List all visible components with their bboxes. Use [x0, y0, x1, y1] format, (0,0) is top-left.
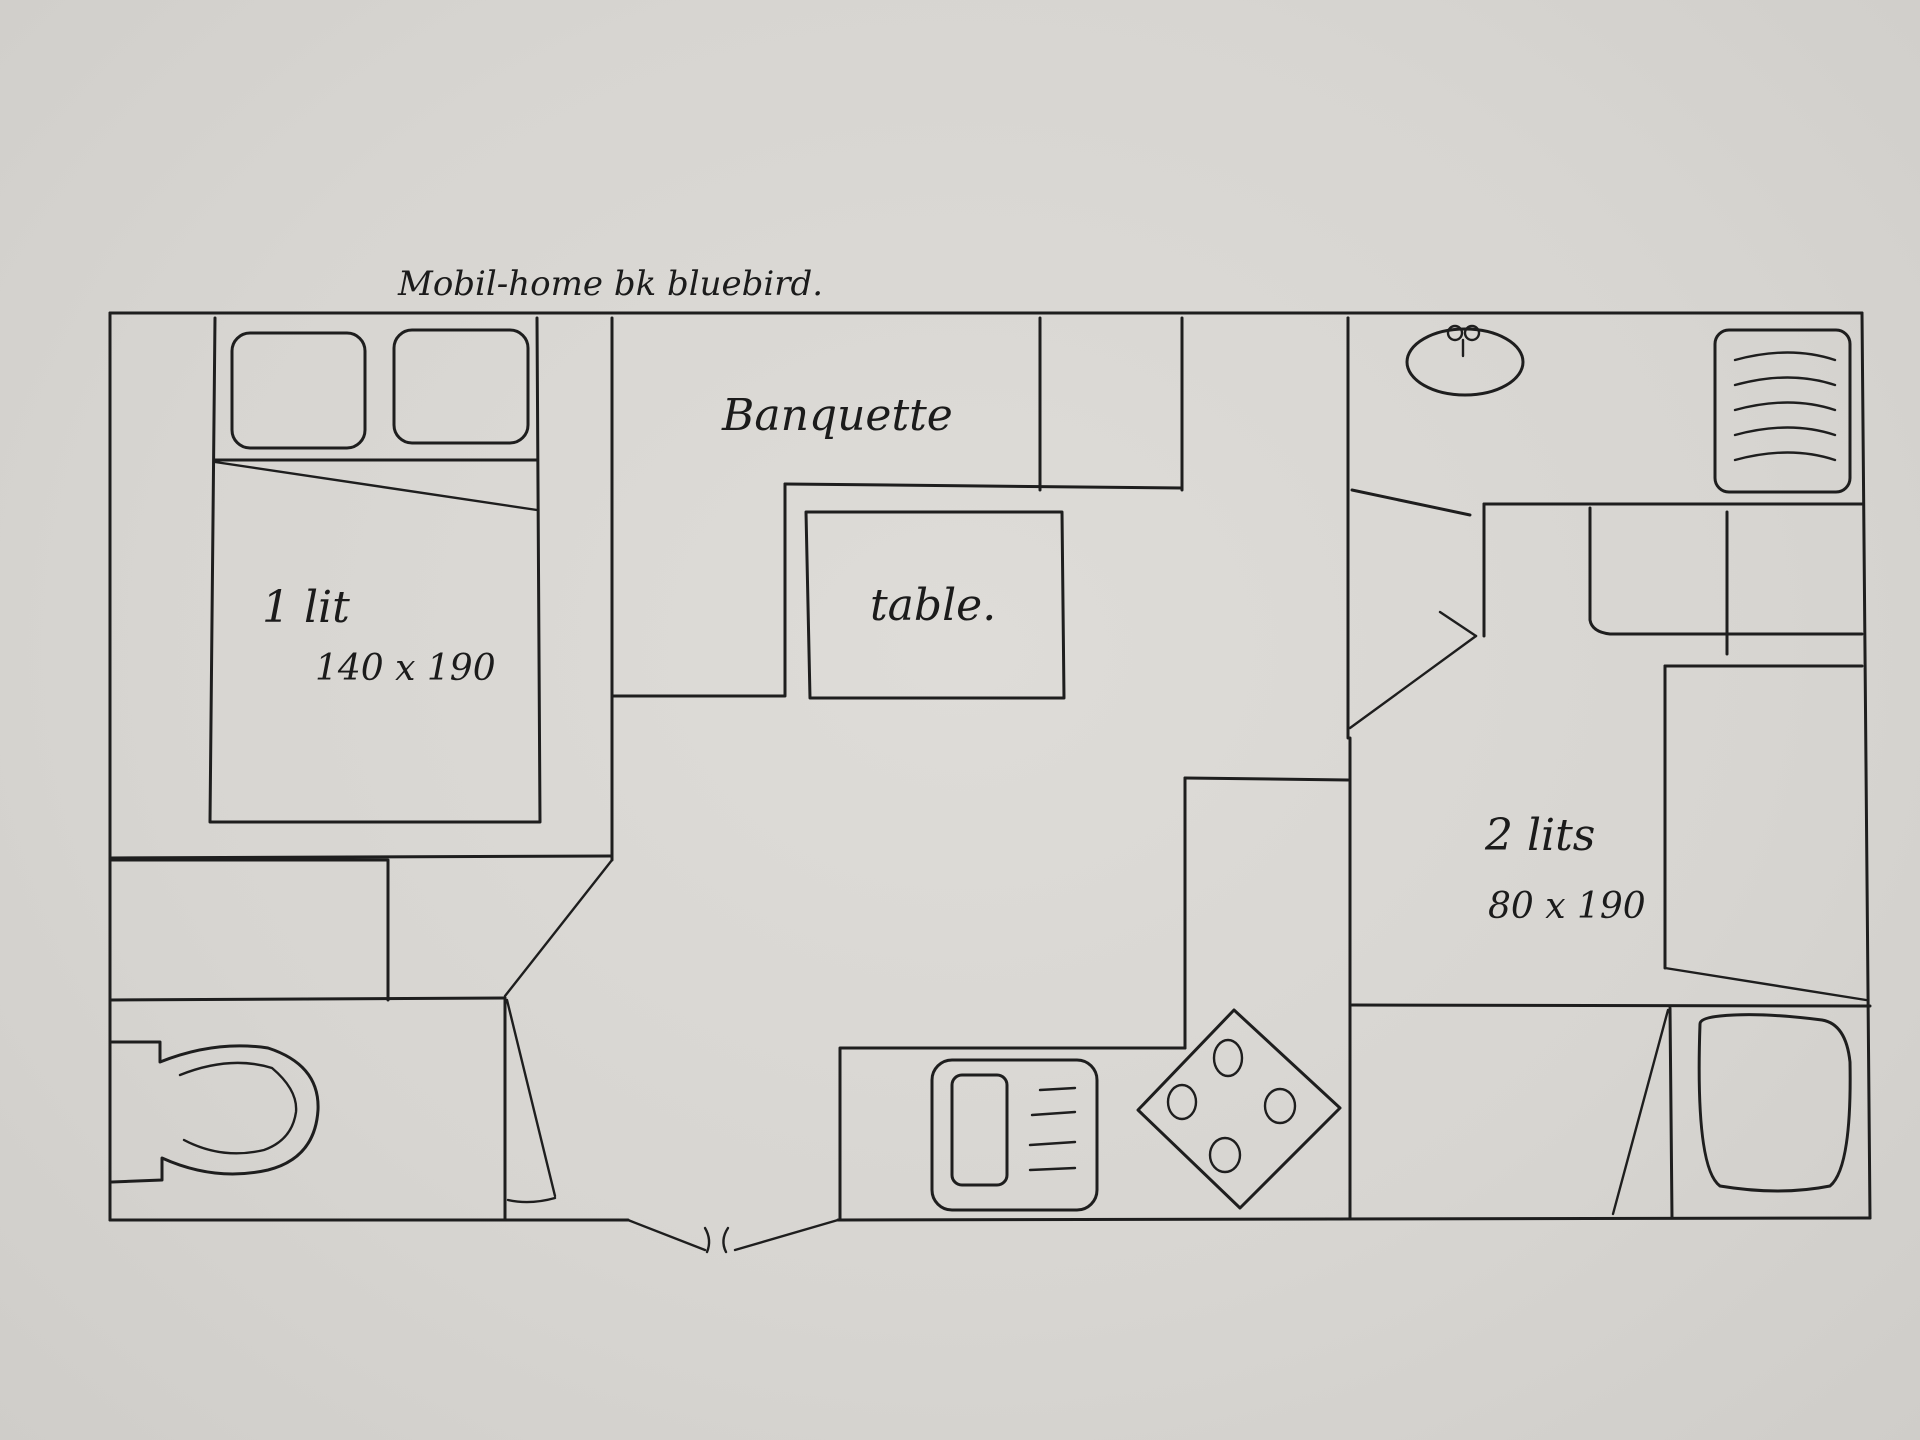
banquette-label: Banquette — [721, 390, 953, 441]
twin-beds-size: 80 x 190 — [1488, 886, 1646, 927]
twin-bedroom — [1183, 664, 1872, 1220]
closet — [108, 858, 507, 1002]
kitchen-sink-icon — [930, 1058, 1099, 1212]
wardrobe-right — [1588, 506, 1864, 656]
twin-beds-label: 2 lits — [1484, 810, 1595, 861]
shower-icon — [1713, 328, 1852, 494]
plan-title: Mobil-home bk bluebird. — [397, 264, 823, 304]
banquette — [610, 316, 1350, 698]
stove-icon — [1136, 1008, 1342, 1210]
washbasin-icon — [1405, 324, 1525, 397]
pillow-right — [392, 328, 530, 445]
pillow-left — [230, 331, 367, 450]
wc-room — [503, 996, 557, 1222]
entrance-door — [626, 1218, 840, 1254]
toilet-icon — [110, 1040, 320, 1184]
dining-table — [804, 510, 1066, 700]
master-bed-label: 1 lit — [262, 582, 350, 633]
bathroom — [1346, 316, 1864, 740]
table-label: table. — [870, 580, 996, 631]
nightstand-icon — [1697, 1013, 1852, 1193]
outer-walls — [108, 311, 1872, 1222]
twin-room-door — [1611, 1006, 1674, 1220]
master-bedroom — [108, 316, 614, 998]
kitchen — [838, 1003, 1352, 1222]
master-bed-size: 140 x 190 — [315, 648, 496, 689]
